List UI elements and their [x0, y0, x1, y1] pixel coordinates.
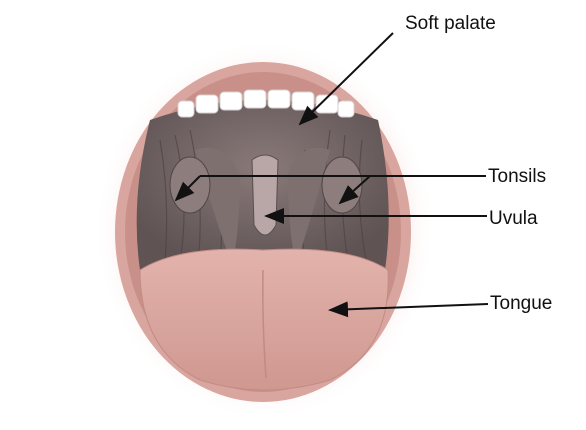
uvula-label: Uvula	[489, 209, 538, 228]
tongue-label: Tongue	[490, 294, 552, 313]
soft-palate-label: Soft palate	[405, 14, 496, 33]
tonsils-label: Tonsils	[488, 167, 546, 186]
tonsil-right	[322, 157, 362, 213]
uvula	[252, 155, 278, 235]
